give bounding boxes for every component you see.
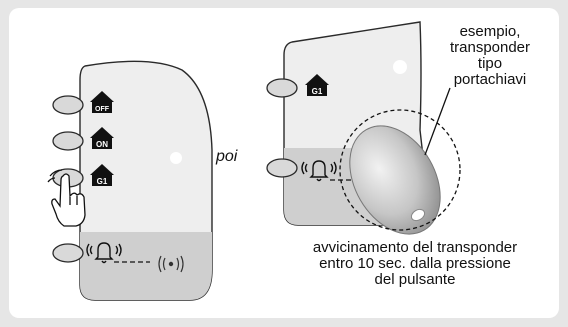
house-off-icon: OFF	[90, 91, 114, 113]
svg-text:ON: ON	[96, 140, 108, 149]
transponder-keyfob	[349, 125, 441, 235]
label-pointer-line	[424, 87, 451, 156]
example-line-4: portachiavi	[453, 71, 527, 88]
receiver-icon	[158, 255, 184, 273]
bell-icon	[86, 242, 122, 264]
svg-text:OFF: OFF	[95, 106, 110, 113]
keypad-left-led	[170, 152, 182, 164]
example-line-3: tipo	[477, 55, 503, 72]
left-button-off	[52, 95, 84, 115]
sequence-label-poi: poi	[216, 148, 238, 165]
house-on-icon: ON	[90, 127, 114, 149]
bell-right-icon	[301, 160, 337, 182]
house-g1-right-icon: G1	[305, 74, 329, 96]
example-line-1: esempio,	[459, 23, 521, 40]
transponder-example-label: esempio, transponder tipo portachiavi	[430, 24, 550, 88]
caption-line-2: entro 10 sec. dalla pressione	[319, 255, 511, 272]
caption-line-3: del pulsante	[374, 271, 456, 288]
left-button-bell	[52, 243, 84, 263]
svg-text:G1: G1	[312, 87, 323, 96]
keypad-left: OFF ON G1	[47, 60, 213, 301]
keypad-right-led	[393, 60, 407, 74]
caption-line-1: avvicinamento del transponder	[312, 239, 518, 256]
right-button-g1	[266, 78, 298, 98]
svg-text:G1: G1	[97, 177, 108, 186]
right-button-bell	[266, 158, 298, 178]
hand-pointer-icon	[47, 169, 86, 227]
left-button-on	[52, 131, 84, 151]
detection-range-circle	[339, 109, 461, 231]
house-g1-icon: G1	[90, 164, 114, 186]
instruction-caption: avvicinamento del transponder entro 10 s…	[275, 240, 555, 288]
example-line-2: transponder	[449, 39, 531, 56]
